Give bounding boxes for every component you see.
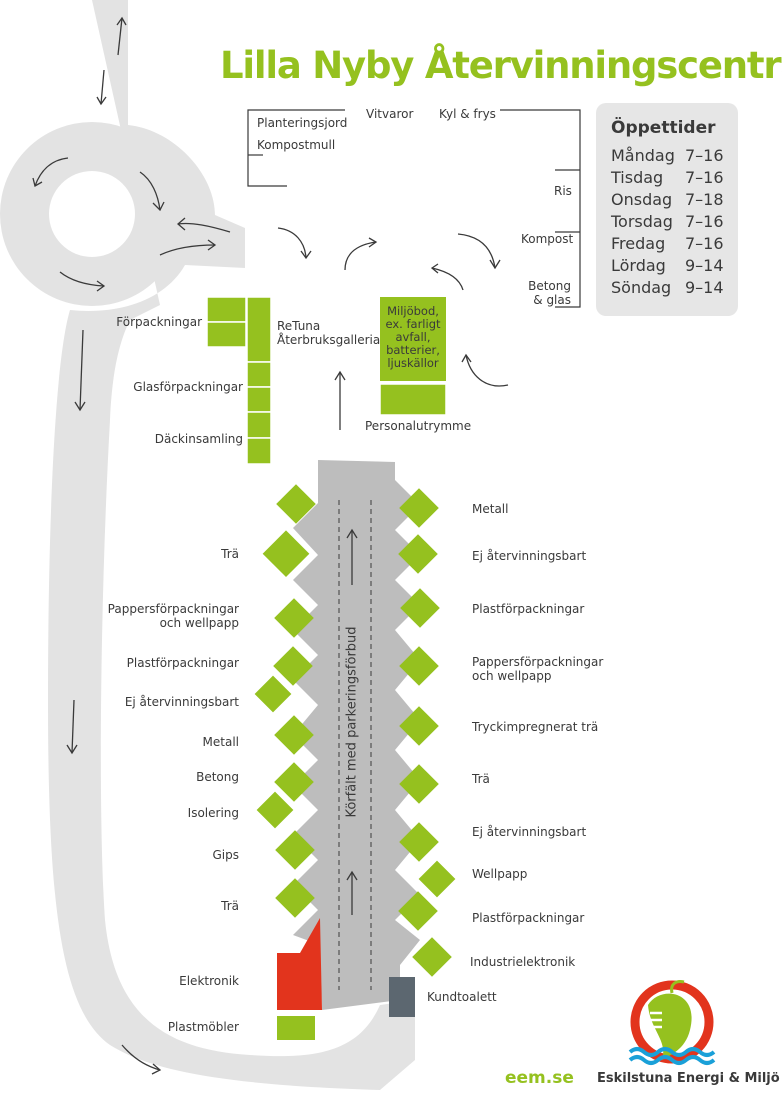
right-label: och wellpapp — [472, 669, 552, 683]
site-outline — [247, 109, 581, 308]
traffic-arrows — [32, 16, 509, 1075]
miljobod-building: Miljöbod, ex. farligt avfall, batterier,… — [380, 297, 446, 381]
left-label: och wellpapp — [159, 616, 239, 630]
roundabout-island — [49, 171, 135, 257]
green-containers-upper — [206, 296, 447, 465]
right-label: Ej återvinningsbart — [472, 549, 587, 563]
label-betong-glas-line2: & glas — [533, 293, 571, 307]
left-label: Trä — [221, 899, 239, 913]
website-link[interactable]: eem.se — [505, 1068, 574, 1088]
lane — [293, 460, 420, 1010]
left-label: Elektronik — [179, 974, 239, 988]
right-label: Industrielektronik — [470, 955, 576, 969]
left-label: Pappersförpackningar — [107, 602, 239, 616]
label-personalutrymme: Personalutrymme — [365, 419, 472, 433]
label-vitvaror: Vitvaror — [366, 107, 414, 121]
right-label: Ej återvinningsbart — [472, 825, 587, 839]
label-glasforpackningar: Glasförpackningar — [133, 380, 243, 394]
label-retuna: ReTuna — [277, 319, 321, 333]
label-forpackningar: Förpackningar — [116, 315, 202, 329]
left-label: Metall — [202, 735, 239, 749]
eem-logo — [628, 980, 716, 1065]
left-label: Trä — [221, 547, 239, 561]
label-kompost: Kompost — [521, 232, 574, 246]
left-label: Isolering — [187, 806, 239, 820]
label-ris: Ris — [554, 184, 572, 198]
left-label: Gips — [212, 848, 239, 862]
label-retuna-line2: Återbruksgalleria — [277, 333, 381, 347]
right-containers — [398, 488, 456, 977]
label-dackinsamling: Däckinsamling — [154, 432, 243, 446]
left-label: Plastförpackningar — [126, 656, 239, 670]
right-label: Tryckimpregnerat trä — [472, 720, 599, 734]
right-label: Plastförpackningar — [472, 602, 585, 616]
page-title: Lilla Nyby Återvinningscentral — [220, 44, 782, 87]
label-planteringsjord: Planteringsjord — [257, 116, 348, 130]
label-betong-glas: Betong — [528, 279, 571, 293]
label-kompostmull: Kompostmull — [257, 138, 336, 152]
right-label: Pappersförpackningar — [472, 655, 604, 669]
brand-name: Eskilstuna Energi & Miljö — [597, 1071, 780, 1086]
plastmobler-container — [277, 1016, 315, 1040]
right-label: Kundtoalett — [427, 990, 497, 1004]
opening-hours-heading: Öppettider — [611, 118, 716, 138]
left-containers — [254, 484, 316, 918]
electronics-container — [277, 918, 322, 1010]
right-label: Wellpapp — [472, 867, 528, 881]
right-label: Metall — [472, 502, 509, 516]
right-label: Plastförpackningar — [472, 911, 585, 925]
left-label: Betong — [196, 770, 239, 784]
label-kyl-frys: Kyl & frys — [439, 107, 496, 121]
left-label: Ej återvinningsbart — [124, 695, 239, 709]
toilet-building — [389, 977, 415, 1017]
left-label: Plastmöbler — [167, 1020, 239, 1034]
right-label: Trä — [472, 772, 490, 786]
lane-label: Körfält med parkeringsförbud — [344, 626, 360, 818]
